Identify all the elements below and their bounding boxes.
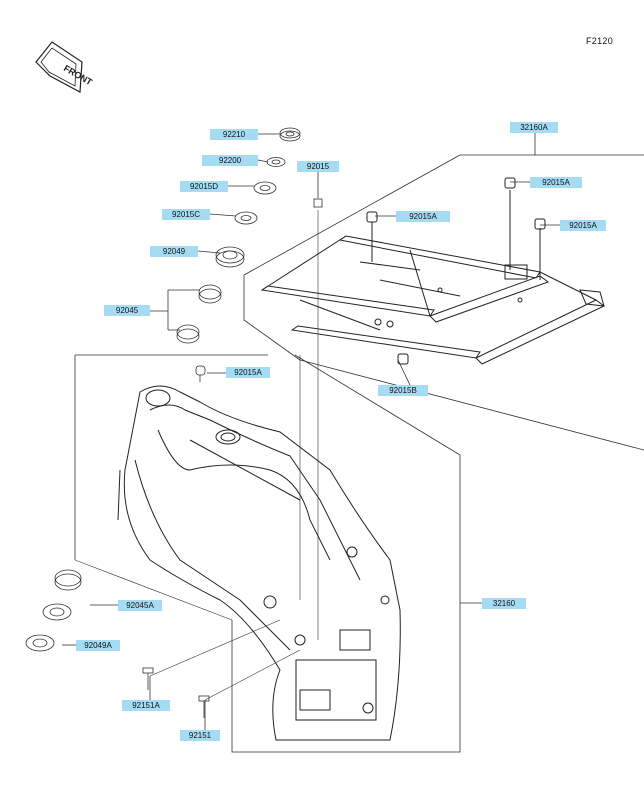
part-label-92151A[interactable]: 92151A: [122, 700, 170, 711]
part-label-92015[interactable]: 92015: [297, 161, 339, 172]
subframe-32160A: [260, 177, 605, 365]
bearing-92049-icon: [215, 246, 245, 268]
part-label-92015A[interactable]: 92015A: [560, 220, 606, 231]
part-label-92045A[interactable]: 92045A: [118, 600, 162, 611]
part-label-92049A[interactable]: 92049A: [76, 640, 120, 651]
race-92045-lower-icon: [176, 324, 200, 344]
part-label-92015A[interactable]: 92015A: [396, 211, 450, 222]
part-label-92015C[interactable]: 92015C: [162, 209, 210, 220]
race-92045A-icon: [54, 569, 82, 591]
part-label-92015A[interactable]: 92015A: [530, 177, 582, 188]
part-label-92210[interactable]: 92210: [210, 129, 258, 140]
bolt-92151A-icon: [142, 667, 154, 690]
part-label-92015D[interactable]: 92015D: [180, 181, 228, 192]
part-label-92015A[interactable]: 92015A: [226, 367, 270, 378]
bearing-92049A-icon: [25, 634, 55, 652]
bolt-92015-icon: [313, 198, 323, 208]
part-label-92151[interactable]: 92151: [180, 730, 220, 741]
part-label-32160A[interactable]: 32160A: [510, 122, 558, 133]
front-arrow-icon: [35, 41, 83, 93]
washer-92200-icon: [266, 157, 286, 167]
nut-92210-icon: [279, 127, 301, 142]
nut-92015C-icon: [234, 211, 258, 225]
cap-92015A-icon: [195, 365, 206, 382]
part-label-92015B[interactable]: 92015B: [378, 385, 428, 396]
main-frame-32160: [117, 385, 401, 741]
race-92045-upper-icon: [198, 284, 222, 304]
part-label-32160[interactable]: 32160: [482, 598, 526, 609]
part-label-92045[interactable]: 92045: [104, 305, 150, 316]
bolt-92151-icon: [198, 695, 210, 718]
diagram-code: F2120: [586, 36, 614, 46]
part-label-92200[interactable]: 92200: [202, 155, 258, 166]
part-label-92049[interactable]: 92049: [150, 246, 198, 257]
seal-92045A-icon: [42, 603, 72, 621]
nut-92015D-icon: [253, 181, 277, 195]
